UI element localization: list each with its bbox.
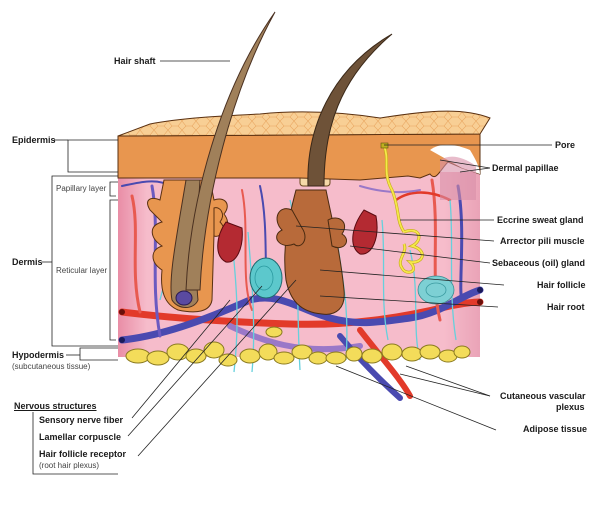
label-hair-follicle-receptor: Hair follicle receptor — [39, 449, 127, 459]
adipose-tissue — [125, 326, 471, 367]
hair-shafts — [185, 11, 393, 291]
label-sebaceous-gland: Sebaceous (oil) gland — [492, 258, 586, 268]
label-lamellar-corpuscle: Lamellar corpuscle — [39, 432, 122, 442]
lamellar-corpuscles — [249, 257, 455, 305]
label-hypodermis: Hypodermis — [12, 350, 65, 360]
sweat-gland-fill — [383, 145, 424, 274]
label-pore: Pore — [555, 140, 576, 150]
label-hair-shaft: Hair shaft — [114, 56, 156, 66]
label-cutaneous-vascular-plexus-2: plexus — [556, 402, 585, 412]
blood-vessels — [118, 178, 484, 401]
label-hair-follicle: Hair follicle — [537, 280, 586, 290]
label-arrector-pili-muscle: Arrector pili muscle — [500, 236, 585, 246]
nervous-structures-heading: Nervous structures — [14, 401, 97, 411]
label-dermal-papillae: Dermal papillae — [492, 163, 559, 173]
label-papillary-layer: Papillary layer — [56, 184, 107, 193]
label-hypodermis-sub: (subcutaneous tissue) — [12, 362, 91, 371]
label-sensory-nerve-fiber: Sensory nerve fiber — [39, 415, 124, 425]
label-epidermis: Epidermis — [12, 135, 56, 145]
label-root-hair-plexus: (root hair plexus) — [39, 461, 100, 470]
label-eccrine-sweat-gland: Eccrine sweat gland — [497, 215, 584, 225]
label-adipose-tissue: Adipose tissue — [523, 424, 588, 434]
pore-opening — [380, 142, 389, 149]
label-hair-root: Hair root — [547, 302, 585, 312]
leader-lines — [32, 60, 552, 475]
label-cutaneous-vascular-plexus: Cutaneous vascular — [500, 391, 586, 401]
label-dermis: Dermis — [12, 257, 43, 267]
label-reticular-layer: Reticular layer — [56, 266, 108, 275]
